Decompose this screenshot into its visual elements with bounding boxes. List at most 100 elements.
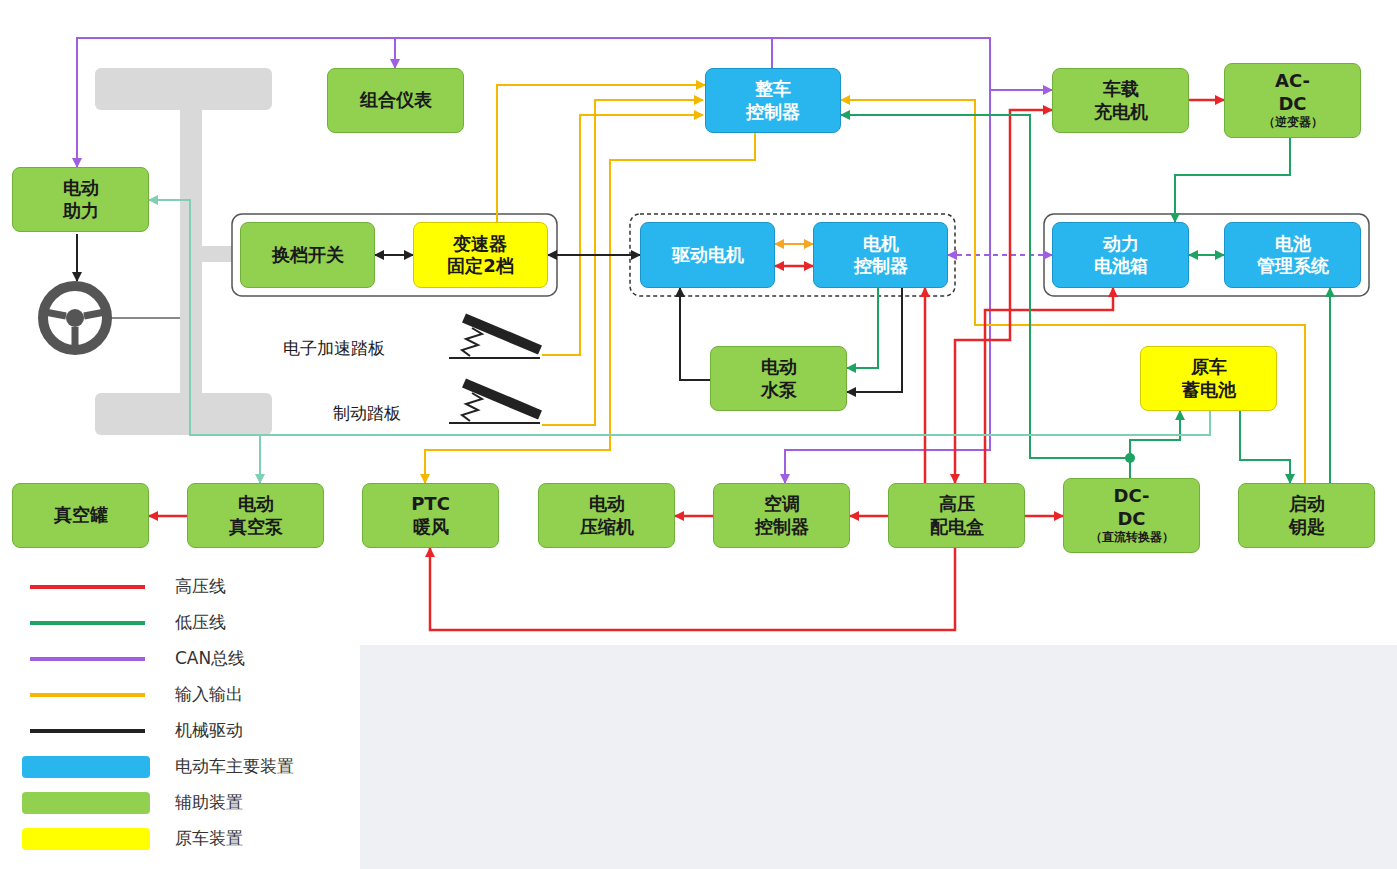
steering-wheel bbox=[43, 286, 107, 350]
connector bbox=[847, 288, 902, 392]
connector bbox=[955, 110, 1052, 483]
legend-swatch bbox=[22, 828, 150, 850]
process-box: 电动 压缩机 bbox=[538, 483, 675, 548]
process-box: AC-DC（逆变器） bbox=[1224, 63, 1361, 138]
box-label: 启动 钥匙 bbox=[1289, 493, 1325, 538]
connector bbox=[430, 548, 955, 630]
legend-label: 机械驱动 bbox=[175, 719, 243, 742]
process-box: 车载 充电机 bbox=[1052, 68, 1189, 133]
mechanical-link bbox=[76, 234, 78, 281]
connector bbox=[497, 85, 705, 222]
box-label: 原车 蓄电池 bbox=[1182, 356, 1236, 401]
connector bbox=[260, 411, 1210, 483]
connector bbox=[680, 288, 710, 380]
connector bbox=[1130, 411, 1180, 478]
connector bbox=[1189, 99, 1224, 102]
box-label: 组合仪表 bbox=[360, 89, 432, 112]
group-frame bbox=[630, 214, 955, 296]
part-label: 制动踏板 bbox=[333, 402, 401, 425]
steering-spokes bbox=[45, 312, 105, 347]
box-label: 动力 电池箱 bbox=[1094, 233, 1148, 278]
legend-label: CAN总线 bbox=[175, 647, 245, 670]
box-label: 电动 助力 bbox=[63, 177, 99, 222]
process-box: 原车 蓄电池 bbox=[1140, 346, 1277, 411]
connector bbox=[548, 254, 640, 256]
box-label: 真空罐 bbox=[54, 504, 108, 527]
process-box: 驱动电机 bbox=[640, 222, 775, 288]
connector bbox=[1189, 254, 1224, 256]
chassis-axle bbox=[95, 68, 272, 110]
process-box: DC-DC（直流转换器） bbox=[1063, 478, 1200, 553]
process-box: 真空罐 bbox=[12, 483, 149, 548]
legend-swatch bbox=[22, 792, 150, 814]
connector bbox=[149, 200, 1210, 435]
legend-label: 高压线 bbox=[175, 575, 226, 598]
process-box: 高压 配电盒 bbox=[888, 483, 1025, 548]
brake-pedal bbox=[449, 383, 540, 423]
box-label: 高压 配电盒 bbox=[930, 493, 984, 538]
background-panel bbox=[360, 645, 1397, 869]
part-label: 电子加速踏板 bbox=[283, 337, 385, 360]
legend-label: 原车装置 bbox=[175, 827, 243, 850]
accelerator-pedal bbox=[449, 318, 540, 358]
legend-line-sample bbox=[30, 657, 145, 661]
process-box: 动力 电池箱 bbox=[1052, 222, 1189, 288]
box-label: 驱动电机 bbox=[672, 244, 744, 267]
box-label: 电池 管理系统 bbox=[1257, 233, 1329, 278]
connector bbox=[841, 100, 1305, 483]
connector bbox=[675, 515, 713, 518]
legend-line-sample bbox=[30, 585, 145, 589]
connector bbox=[841, 115, 1130, 478]
steering-column bbox=[108, 317, 180, 319]
box-label: 换档开关 bbox=[272, 244, 344, 267]
process-box: 变速器 固定2档 bbox=[413, 222, 548, 288]
box-label: AC-DC bbox=[1275, 70, 1310, 115]
connector bbox=[775, 265, 813, 268]
legend-line-sample bbox=[30, 693, 145, 697]
box-label: 电动 水泵 bbox=[761, 356, 797, 401]
steering-hub bbox=[66, 309, 84, 327]
connector bbox=[1025, 515, 1063, 518]
process-box: 电动 助力 bbox=[12, 167, 149, 232]
process-box: 整车 控制器 bbox=[705, 68, 841, 133]
process-box: 空调 控制器 bbox=[713, 483, 850, 548]
connector bbox=[375, 254, 413, 256]
legend-label: 输入输出 bbox=[175, 683, 243, 706]
connector bbox=[77, 38, 772, 167]
box-label: 车载 充电机 bbox=[1094, 78, 1148, 123]
connector bbox=[395, 38, 772, 68]
connector bbox=[1240, 411, 1290, 483]
process-box: 电机 控制器 bbox=[813, 222, 948, 288]
box-label: 电动 真空泵 bbox=[229, 493, 283, 538]
process-box: 电动 水泵 bbox=[710, 346, 847, 411]
connector bbox=[1175, 138, 1290, 222]
box-label: 电动 压缩机 bbox=[580, 493, 634, 538]
connector bbox=[425, 133, 755, 483]
process-box: PTC 暖风 bbox=[362, 483, 499, 548]
connector bbox=[149, 515, 187, 518]
legend-label: 辅助装置 bbox=[175, 791, 243, 814]
box-label: 电机 控制器 bbox=[854, 233, 908, 278]
group-frame bbox=[1044, 214, 1369, 296]
chassis-axle bbox=[95, 393, 272, 435]
connector bbox=[850, 515, 888, 518]
connector bbox=[924, 288, 927, 483]
process-box: 启动 钥匙 bbox=[1238, 483, 1375, 548]
legend-line-sample bbox=[30, 621, 145, 625]
process-box: 电动 真空泵 bbox=[187, 483, 324, 548]
legend-label: 电动车主要装置 bbox=[175, 755, 294, 778]
box-label: PTC 暖风 bbox=[411, 493, 450, 538]
legend-label: 低压线 bbox=[175, 611, 226, 634]
process-box: 电池 管理系统 bbox=[1224, 222, 1361, 288]
box-label: DC-DC bbox=[1113, 485, 1149, 530]
box-label: 空调 控制器 bbox=[755, 493, 809, 538]
box-subtitle: （直流转换器） bbox=[1090, 530, 1174, 546]
process-box: 换档开关 bbox=[240, 222, 375, 288]
connector bbox=[847, 288, 878, 368]
box-subtitle: （逆变器） bbox=[1263, 115, 1323, 131]
box-label: 变速器 固定2档 bbox=[447, 233, 514, 278]
process-box: 组合仪表 bbox=[327, 68, 464, 133]
connector bbox=[985, 288, 1113, 483]
